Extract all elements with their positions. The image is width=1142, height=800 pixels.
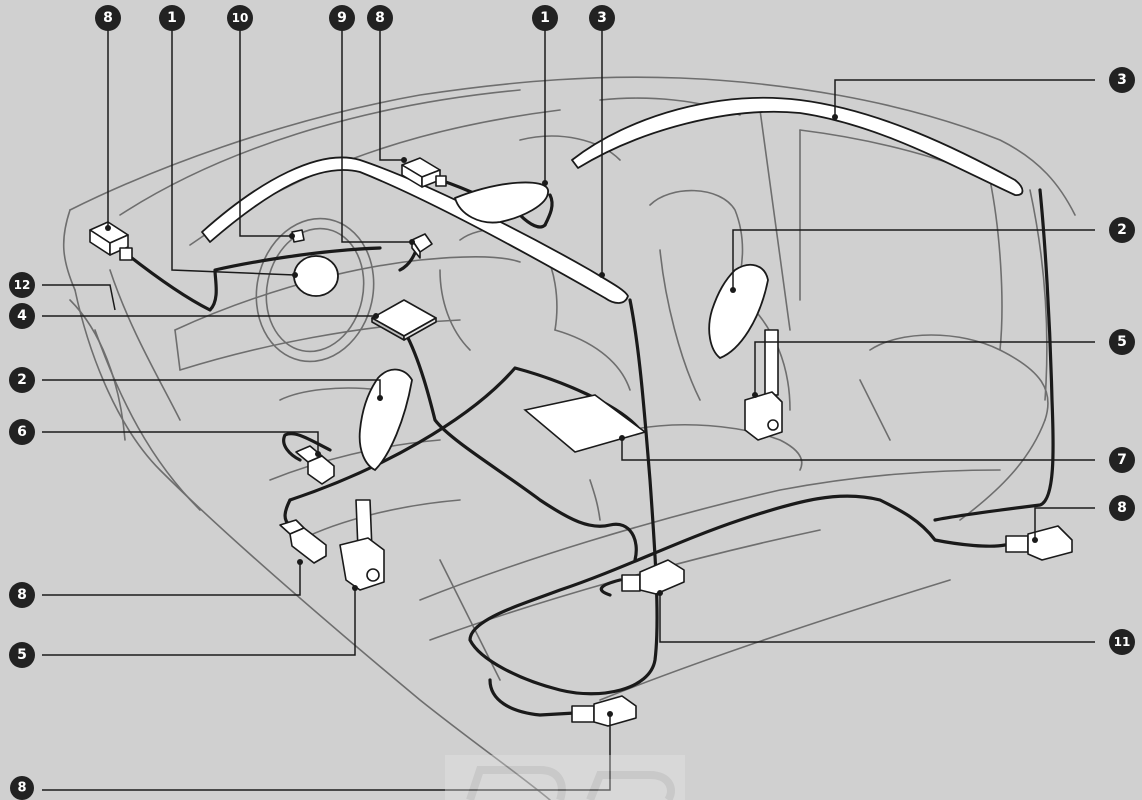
callout-badge: 4: [9, 303, 35, 329]
callout-number: 8: [17, 587, 27, 603]
sensor-front-left: [90, 222, 132, 260]
callout-badge: 8: [1109, 495, 1135, 521]
occupant-weight-sensor-pad: [525, 395, 645, 452]
callout-badge: 6: [9, 419, 35, 445]
seat-belt-tensioner-front-right: [745, 330, 782, 440]
callout-badge: 2: [1109, 217, 1135, 243]
callout-number: 1: [167, 10, 177, 26]
callout-badge: 8: [9, 582, 35, 608]
callout-number: 1: [540, 10, 550, 26]
callout-badge: 7: [1109, 447, 1135, 473]
callout-number: 6: [17, 424, 27, 440]
callout-badge: 3: [1109, 67, 1135, 93]
callout-badge: 5: [9, 642, 35, 668]
callout-number: 2: [17, 372, 27, 388]
callout-number: 8: [103, 10, 113, 26]
sensor-rear-center: [622, 560, 684, 594]
callout-badge: 1: [159, 5, 185, 31]
callout-badge: 3: [589, 5, 615, 31]
callout-number: 4: [17, 308, 27, 324]
callout-badge: 1: [532, 5, 558, 31]
callout-number: 8: [1117, 500, 1127, 516]
callout-badge: 8: [367, 5, 393, 31]
sensor-side-left: [280, 520, 326, 563]
callout-number: 9: [337, 10, 347, 26]
callout-badge: 8: [95, 5, 121, 31]
buckle-switch: [296, 446, 334, 484]
callout-number: 8: [17, 781, 26, 796]
callout-number: 11: [1114, 635, 1131, 649]
front-side-airbag-passenger: [709, 265, 768, 358]
srs-control-unit: [372, 300, 436, 340]
callout-number: 2: [1117, 222, 1127, 238]
callout-badge: 8: [10, 776, 34, 800]
callout-number: 12: [14, 278, 31, 292]
watermark-logo: [445, 755, 685, 800]
callout-number: 7: [1117, 452, 1127, 468]
callout-number: 5: [1117, 334, 1127, 350]
callout-badge: 9: [329, 5, 355, 31]
callout-badge: 10: [227, 5, 253, 31]
callout-number: 3: [1117, 72, 1127, 88]
sensor-rear-left: [572, 696, 636, 726]
callout-badge: 11: [1109, 629, 1135, 655]
callout-badge: 12: [9, 272, 35, 298]
callout-number: 8: [375, 10, 385, 26]
sensor-rear-right: [1006, 526, 1072, 560]
callout-badge: 5: [1109, 329, 1135, 355]
callout-badge: 2: [9, 367, 35, 393]
callout-number: 10: [232, 11, 249, 25]
callout-number: 5: [17, 647, 27, 663]
front-side-airbag-driver: [360, 370, 412, 470]
driver-airbag-module: [294, 256, 338, 296]
callout-number: 3: [597, 10, 607, 26]
